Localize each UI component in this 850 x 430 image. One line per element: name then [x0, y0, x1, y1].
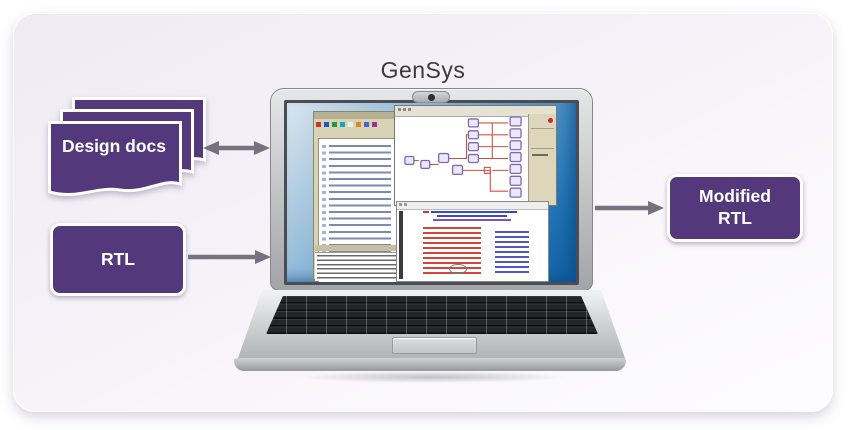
toolbar-icon: [332, 121, 337, 127]
modified-rtl-label: Modified RTL: [699, 186, 771, 228]
modified-rtl-node: Modified RTL: [667, 174, 803, 242]
document-page-front: [48, 121, 182, 197]
record-dot-icon: [548, 118, 553, 123]
code-header-line: [433, 219, 511, 221]
code-header-line: [431, 211, 517, 213]
schematic-titlebar: [395, 106, 556, 117]
toolbar-icon: [348, 121, 353, 127]
schematic-tool-panel: [528, 114, 556, 205]
code-header-line: [437, 215, 507, 217]
window-dot: [399, 203, 402, 206]
code-titlebar: [397, 202, 548, 210]
schematic-window: [394, 105, 557, 206]
laptop-screen: [284, 100, 579, 285]
code-header-red: [423, 211, 429, 213]
window-dot: [404, 203, 407, 206]
toolbar-icon: [340, 121, 345, 127]
rtl-node: RTL: [50, 223, 186, 296]
window-dot: [408, 108, 411, 111]
code-window: [396, 201, 549, 282]
window-dot: [403, 108, 406, 111]
window-dot: [398, 108, 401, 111]
webcam-icon: [412, 91, 450, 103]
panel-divider: [531, 128, 554, 129]
eda-toolbar-icons: [316, 120, 377, 128]
laptop-trackpad: [392, 337, 477, 354]
log-header-bar: [315, 245, 433, 251]
design-docs-label: Design docs: [61, 136, 167, 156]
schematic-canvas: [395, 114, 529, 205]
toolbar-icon: [364, 121, 369, 127]
laptop-front-edge: [234, 358, 626, 371]
panel-label-dash: [532, 154, 548, 156]
diagram-title: GenSys: [380, 57, 466, 83]
schematic-drawing: [404, 116, 522, 198]
toolbar-icon: [324, 121, 329, 127]
laptop-keyboard: [266, 296, 598, 334]
toolbar-icon: [316, 121, 321, 127]
webcam-lens-dot: [427, 93, 435, 101]
code-scrollbar: [399, 211, 403, 279]
design-docs-stack: [48, 97, 206, 197]
panel-divider: [531, 148, 554, 149]
rtl-label: RTL: [100, 248, 136, 269]
laptop-shadow: [253, 369, 611, 385]
toolbar-icon: [356, 121, 361, 127]
code-column-blue: [495, 231, 529, 273]
toolbar-icon: [372, 121, 377, 127]
code-highlight-ellipse: [449, 264, 467, 274]
